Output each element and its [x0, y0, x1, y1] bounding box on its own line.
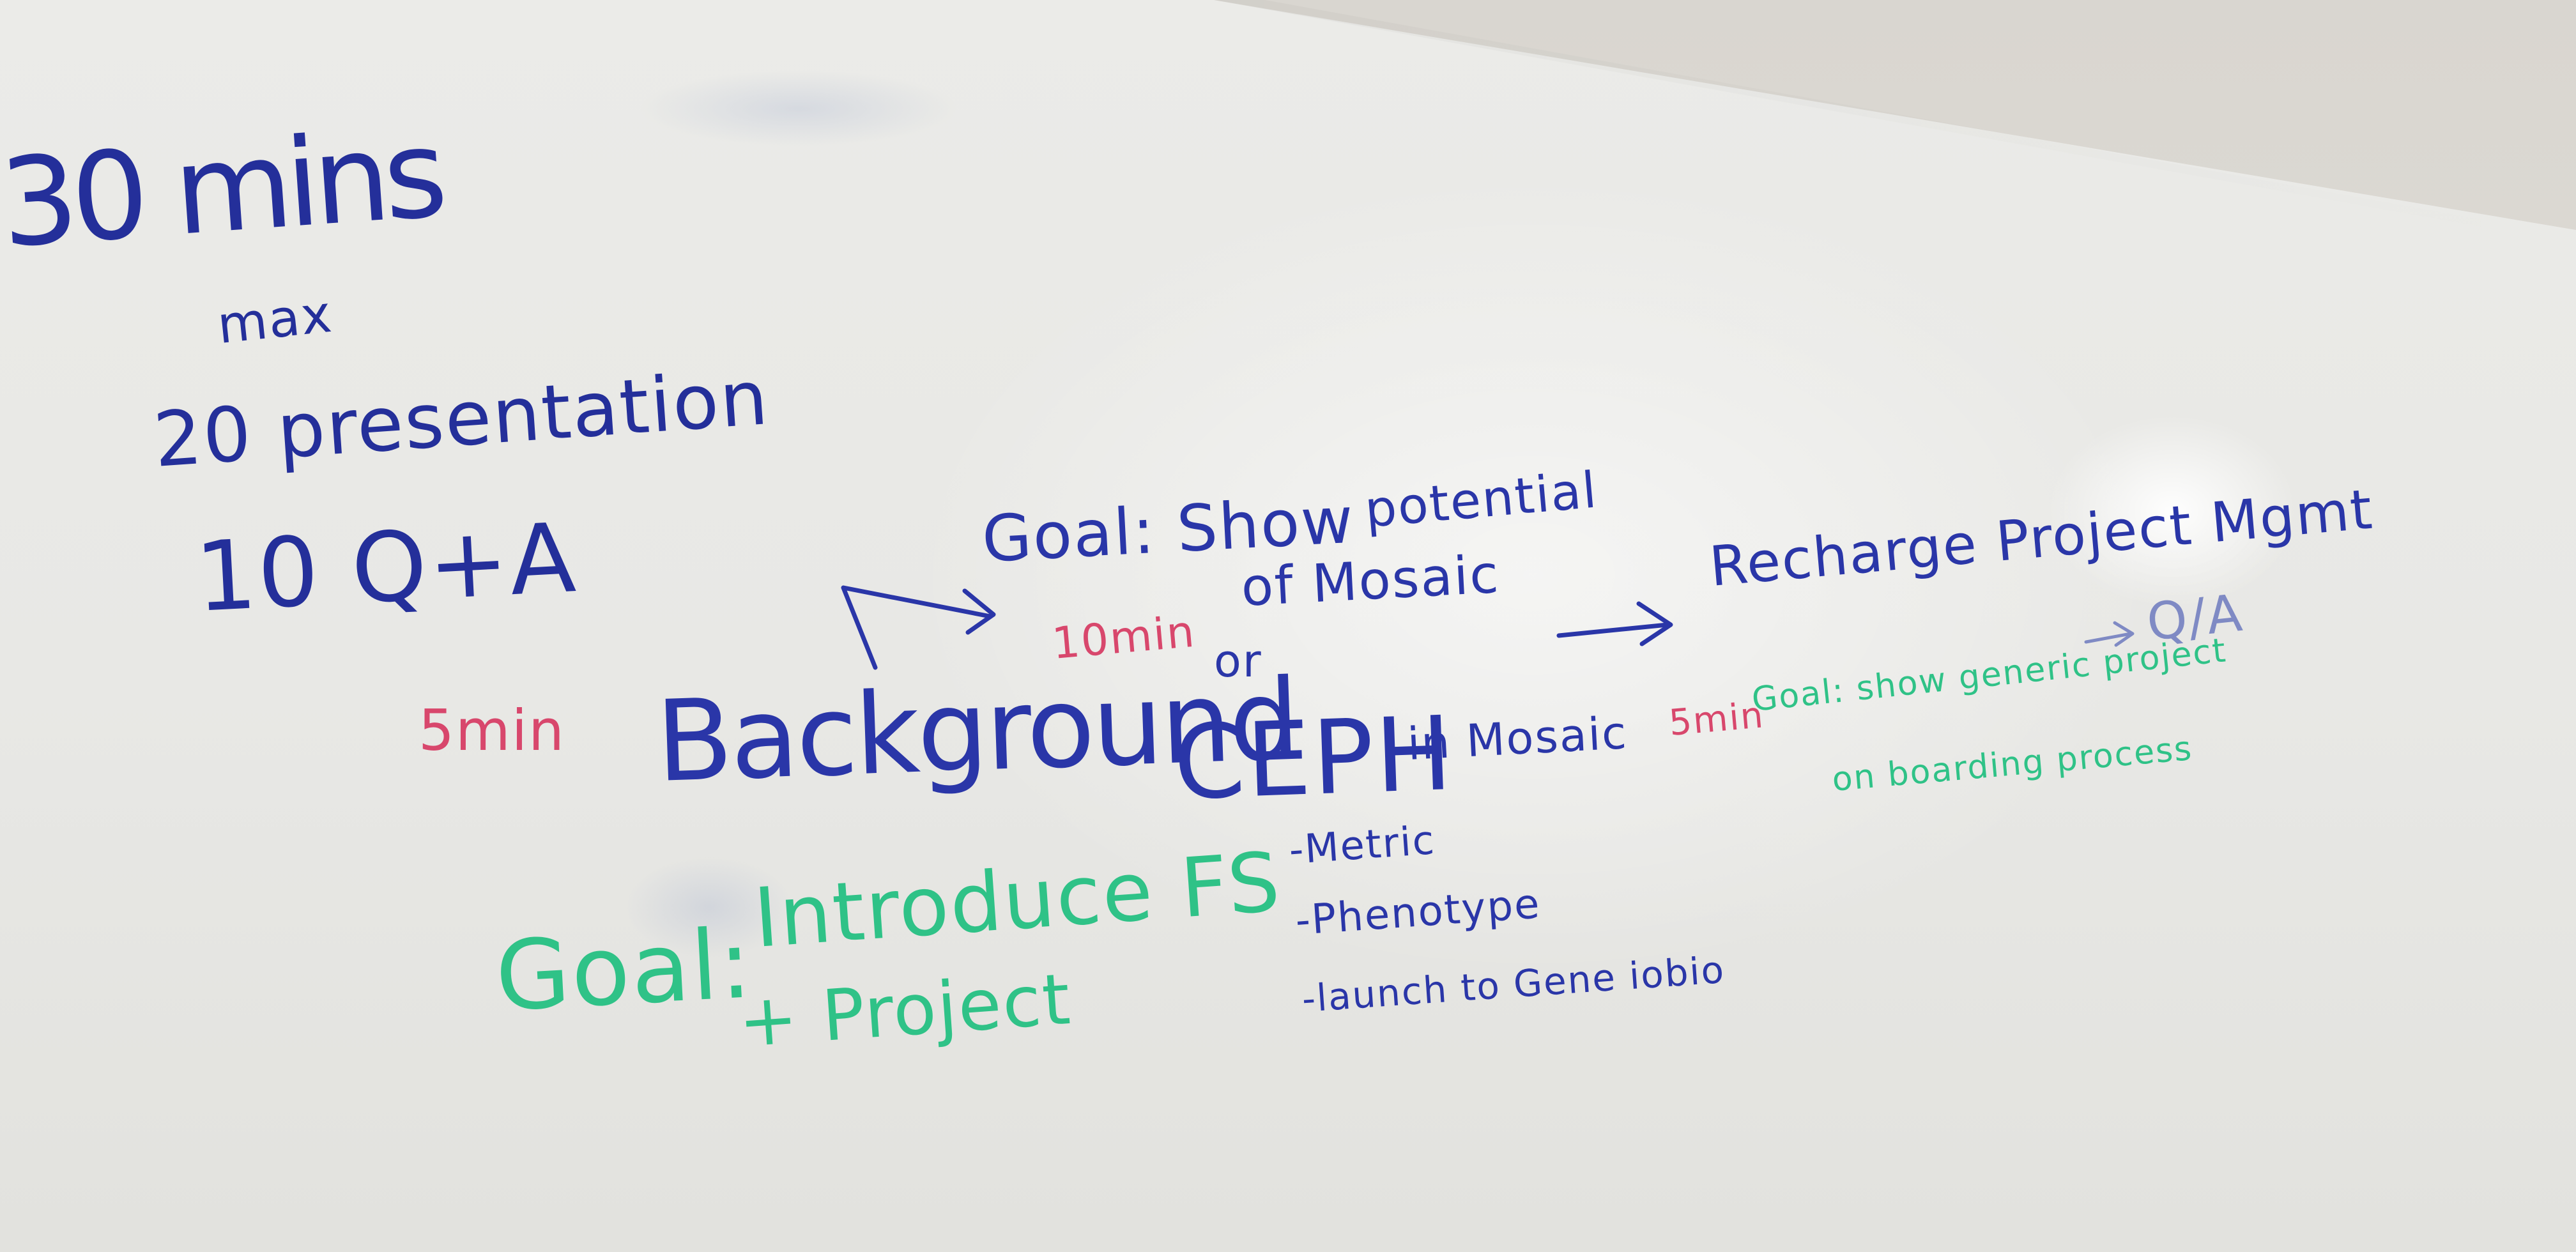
arrow-background-to-mosaic: [841, 585, 993, 670]
background-duration: 5min: [418, 698, 565, 763]
arrow-recharge-to-qa: [2084, 632, 2133, 644]
eraser-smudge: [639, 70, 958, 147]
mosaic-connector: or: [1214, 635, 1262, 687]
arrow-mosaic-to-recharge-head: [1636, 601, 1673, 646]
arrow-recharge-to-qa-head: [2113, 621, 2135, 647]
arrow-mosaic-to-recharge: [1556, 622, 1670, 638]
eraser-smudge: [626, 856, 792, 958]
arrow-background-to-mosaic-head: [962, 588, 996, 635]
